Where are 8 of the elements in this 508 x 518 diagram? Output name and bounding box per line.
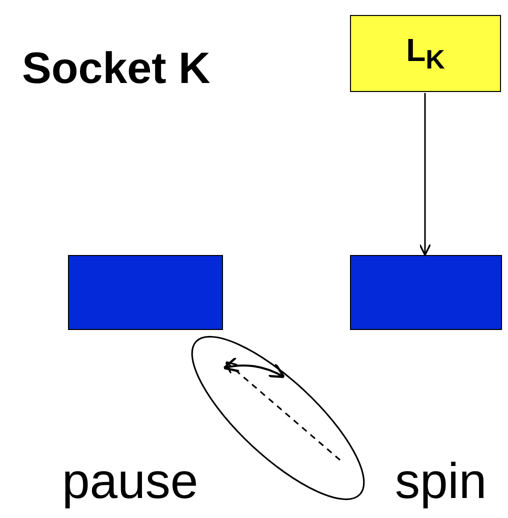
label-box (350, 15, 501, 92)
block (68, 255, 223, 330)
arrow (418, 93, 432, 256)
node-label: L$_{K}$ (406, 32, 445, 76)
title: Socket K (22, 44, 210, 94)
block (350, 255, 502, 330)
rotation-label: pause (62, 452, 198, 510)
rotation-label: spin (395, 452, 487, 510)
